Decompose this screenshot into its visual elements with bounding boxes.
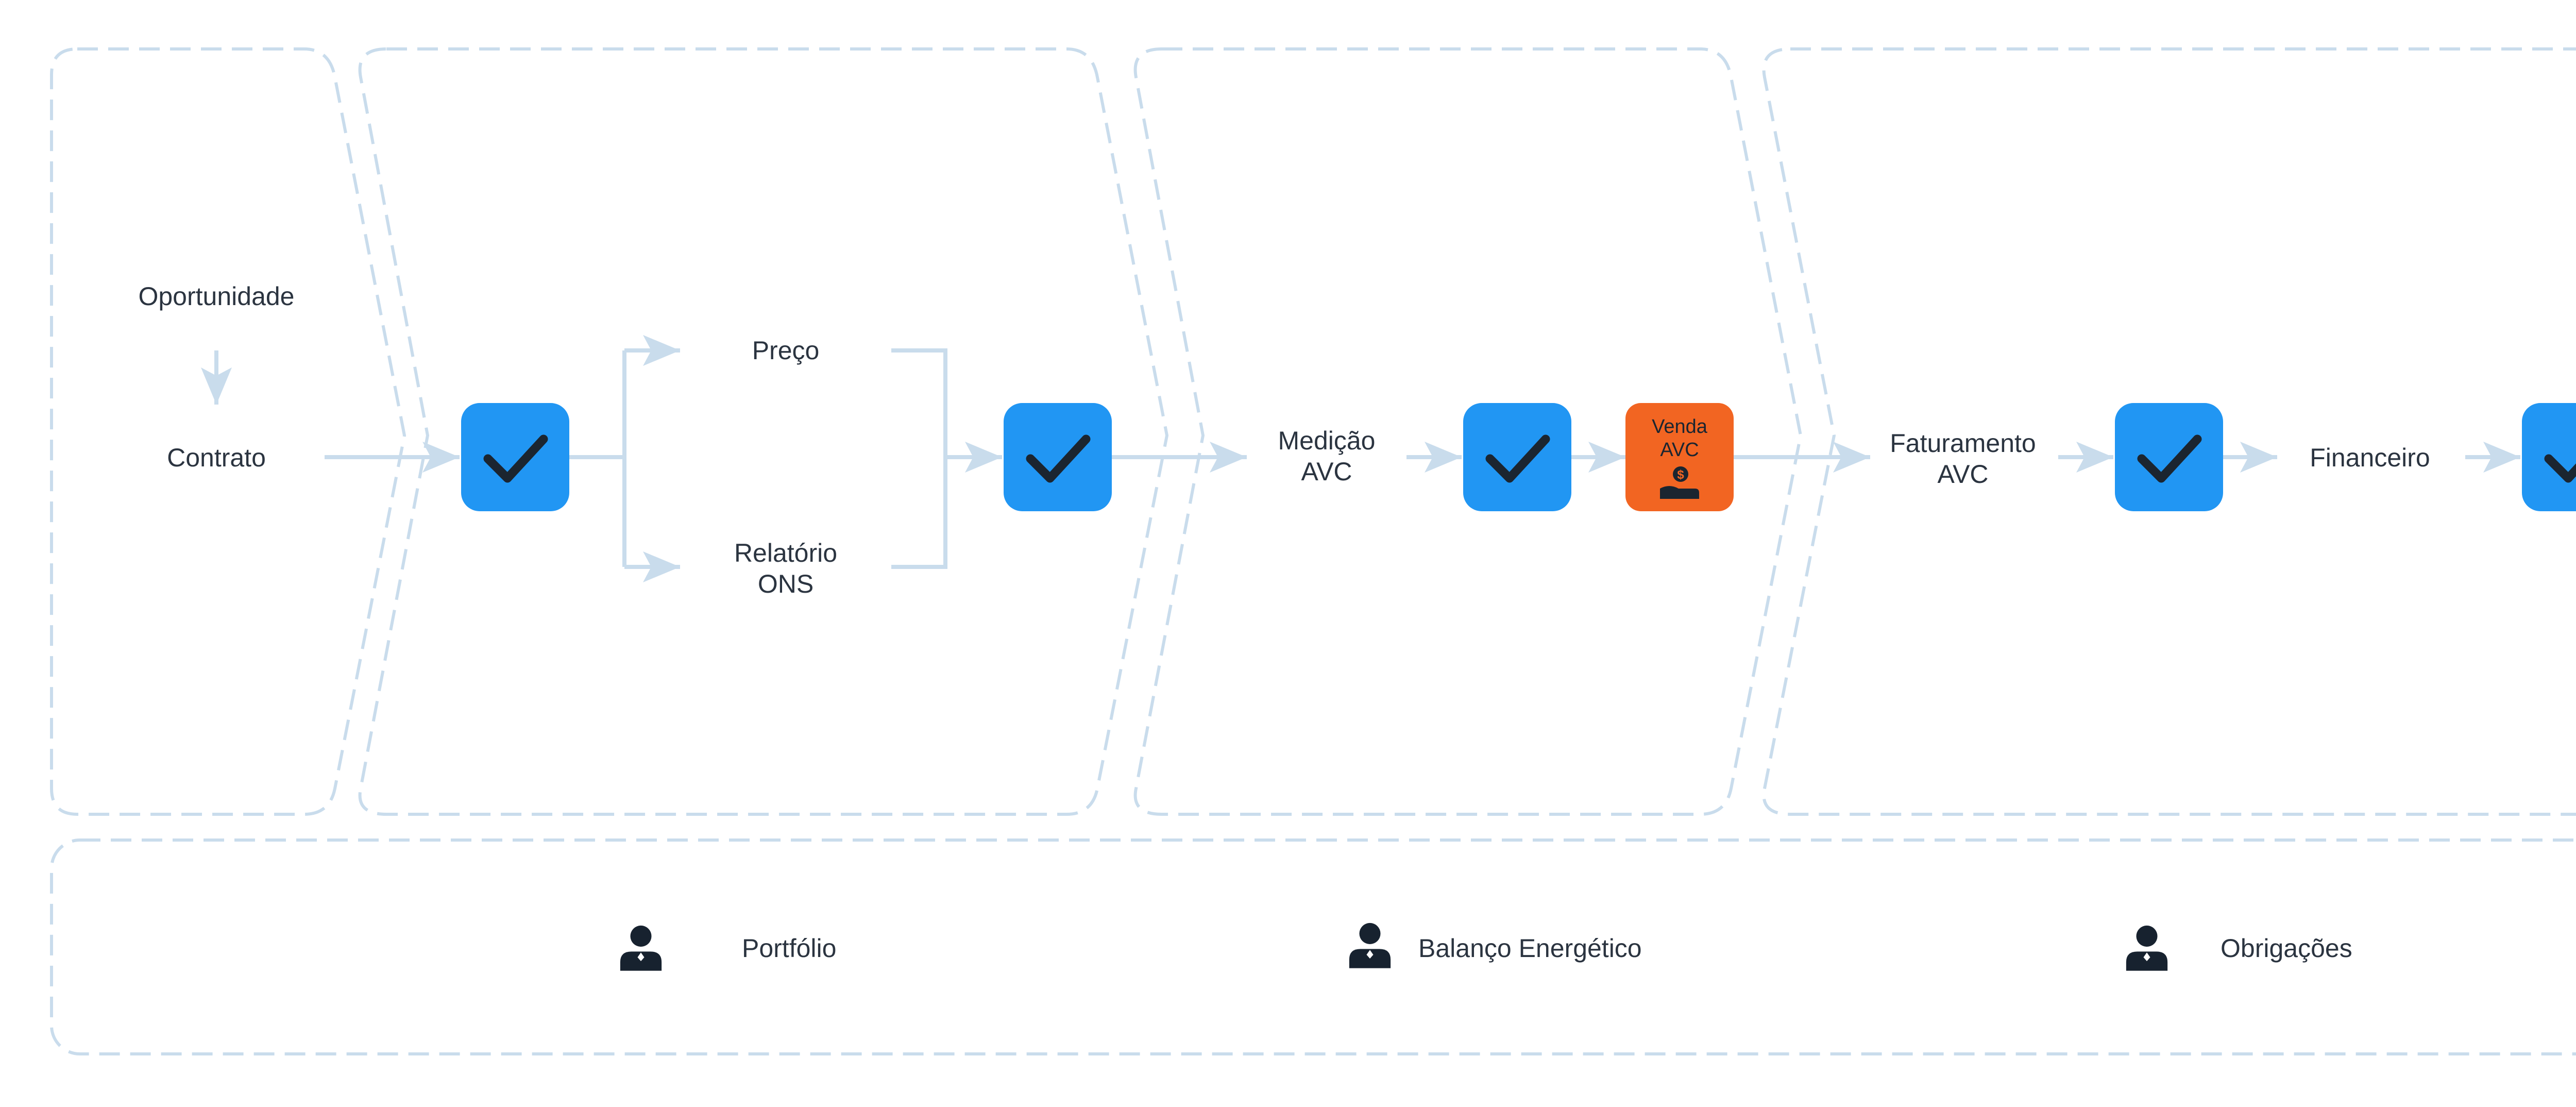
stage-1-container [50, 47, 406, 816]
check-icon [1463, 403, 1571, 511]
label-medicao-line1: Medição [1278, 426, 1376, 455]
label-financeiro: Financeiro [2310, 443, 2430, 472]
check-icon [2115, 403, 2223, 511]
venda-label-line2: AVC [1660, 439, 1699, 461]
support-row: Portfólio Balanço Energético Obrigações [620, 922, 2352, 971]
label-relatorio-line2: ONS [758, 569, 814, 598]
person-icon [2126, 925, 2168, 971]
money-hand-icon: $ [1660, 466, 1699, 499]
stage-containers [50, 47, 2576, 1055]
stage-4-container [1762, 47, 2576, 816]
label-relatorio-line1: Relatório [734, 539, 837, 567]
support-container [50, 838, 2576, 1055]
stage-3-container [1133, 47, 1803, 816]
label-faturamento-line2: AVC [1937, 460, 1988, 489]
label-medicao-line2: AVC [1301, 457, 1352, 486]
check-icon [1004, 403, 1112, 511]
person-icon [1349, 922, 1391, 968]
flow-labels: Oportunidade Contrato Preço Relatório ON… [138, 282, 2430, 598]
support-item-obrigacoes: Obrigações [2221, 934, 2352, 963]
support-item-portfolio: Portfólio [742, 934, 836, 963]
check-icon [2522, 403, 2576, 511]
label-faturamento-line1: Faturamento [1890, 429, 2036, 458]
label-oportunidade: Oportunidade [138, 282, 294, 311]
stage-2-container [358, 47, 1169, 816]
check-icon [461, 403, 569, 511]
svg-text:$: $ [1677, 468, 1684, 482]
connectors [201, 335, 2520, 582]
support-item-balanco: Balanço Energético [1418, 934, 1642, 963]
label-contrato: Contrato [167, 443, 266, 472]
branch-split [569, 350, 626, 459]
venda-avc-box: Venda AVC $ [1625, 403, 1734, 511]
person-icon [620, 925, 662, 971]
branch-merge-top [891, 348, 947, 569]
label-preco: Preço [752, 336, 820, 365]
venda-label-line1: Venda [1652, 416, 1708, 438]
